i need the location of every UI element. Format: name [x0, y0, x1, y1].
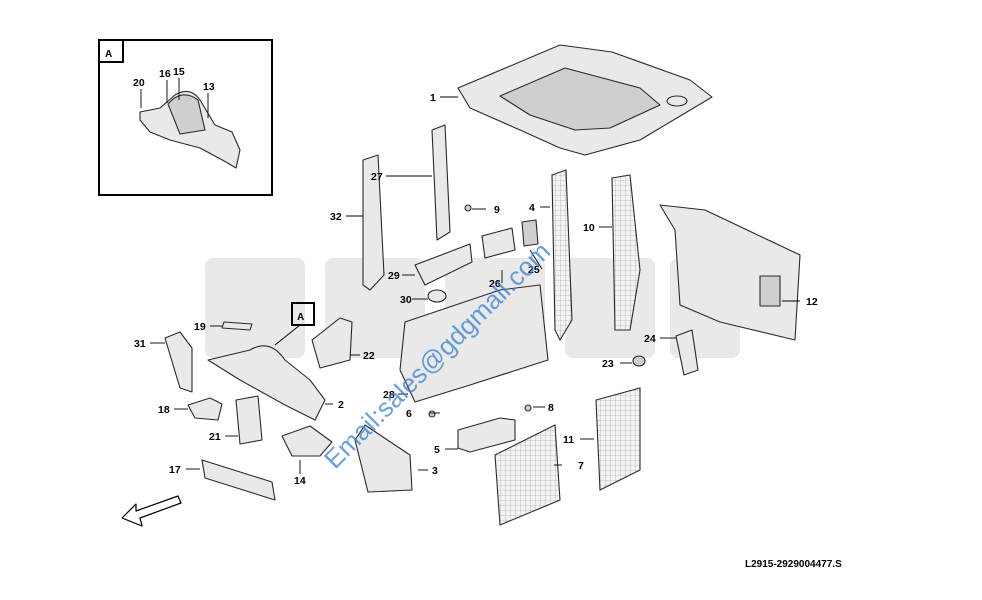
callout-31: 31: [134, 338, 146, 350]
part-26-clip: [521, 219, 539, 247]
callout-16: 16: [159, 68, 171, 80]
part-5-frame: [457, 417, 516, 453]
part-31-bracket: [164, 331, 193, 393]
callout-6: 6: [406, 408, 412, 420]
callout-9: 9: [494, 204, 500, 216]
callout-5: 5: [434, 444, 440, 456]
part-6-screw: [428, 410, 436, 418]
callout-11: 11: [563, 434, 574, 446]
callout-17: 17: [169, 464, 181, 476]
callout-8: 8: [548, 402, 554, 414]
callout-19: 19: [194, 321, 206, 333]
part-25-bracket: [481, 227, 516, 259]
part-18-duct: [187, 397, 223, 421]
callout-23: 23: [602, 358, 614, 370]
part-11-net-panel: [595, 387, 641, 491]
part-32-pillar-trim: [362, 154, 385, 291]
callout-13: 13: [203, 81, 215, 93]
part-7-net-panel: [494, 424, 561, 526]
callout-15: 15: [173, 66, 185, 78]
callout-30: 30: [400, 294, 412, 306]
callout-26: 26: [489, 278, 501, 290]
callout-3: 3: [432, 465, 438, 477]
callout-22: 22: [363, 350, 375, 362]
part-14-duct: [281, 425, 333, 457]
callout-28: 28: [383, 389, 395, 401]
callout-27: 27: [371, 171, 383, 183]
svg-text:A: A: [297, 312, 304, 323]
part-19-strip: [221, 321, 253, 331]
reference-code: L2915-2929004477.S: [745, 559, 842, 570]
callout-24: 24: [644, 333, 656, 345]
part-30-cup: [427, 289, 447, 303]
detail-a-frame: A: [98, 39, 273, 196]
detail-a-label: A: [105, 49, 112, 60]
part-8-screw: [524, 404, 532, 412]
callout-20: 20: [133, 77, 145, 89]
callout-18: 18: [158, 404, 170, 416]
part-2-dashboard: [207, 345, 326, 421]
callout-4: 4: [529, 202, 535, 214]
part-4-pillar-trim: [551, 169, 573, 342]
part-9-screw: [464, 204, 472, 212]
part-23-knob: [632, 355, 646, 367]
part-21-duct: [235, 395, 263, 445]
part-28-rear-panel: [399, 284, 549, 403]
callout-2: 2: [338, 399, 344, 411]
callout-12: 12: [806, 296, 818, 308]
part-1-headliner: [457, 44, 713, 156]
callout-7: 7: [578, 460, 584, 472]
leader-lines: [150, 96, 800, 474]
callout-25: 25: [528, 264, 540, 276]
callout-numbers: 1 2 3 4 5 6 7 8 9 10 11 12 13 14 15 16 1…: [133, 66, 818, 487]
callout-14: 14: [294, 475, 306, 487]
part-27-pillar-trim: [431, 124, 451, 241]
callout-10: 10: [583, 222, 595, 234]
direction-arrow-icon: [121, 495, 182, 527]
part-22-duct: [311, 317, 353, 369]
callout-32: 32: [330, 211, 342, 223]
part-17-duct: [201, 459, 276, 501]
detail-a-callout: A: [274, 302, 315, 346]
callout-1: 1: [430, 92, 436, 104]
callout-21: 21: [209, 431, 221, 443]
callout-29: 29: [388, 270, 400, 282]
part-10-pillar-trim: [611, 174, 641, 331]
part-3-trim: [354, 424, 413, 493]
part-24-cover: [675, 329, 699, 376]
part-29-bracket: [414, 243, 473, 286]
